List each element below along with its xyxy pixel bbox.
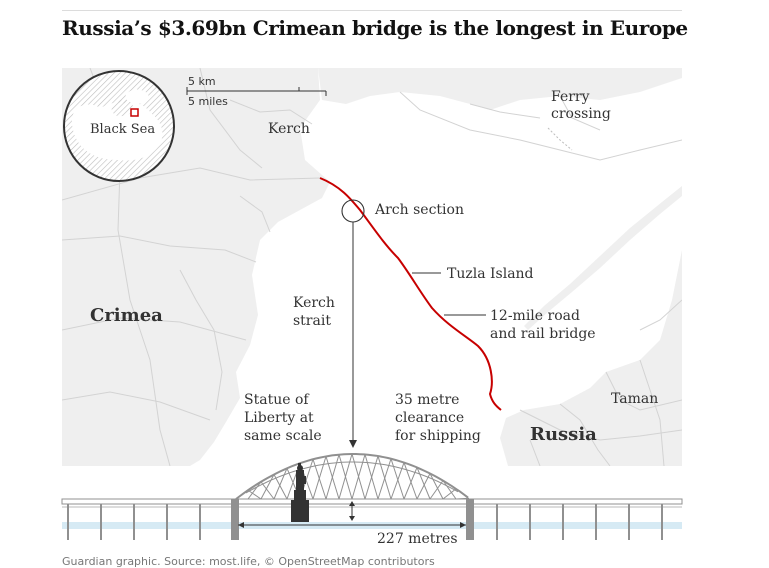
label-clearance-3: for shipping: [395, 428, 481, 444]
inset-location-marker: [130, 108, 139, 117]
top-rule: [62, 10, 682, 11]
inset-azov: [125, 89, 149, 104]
label-clearance-2: clearance: [395, 410, 464, 426]
scale-km: 5 km: [188, 75, 216, 88]
footer-credit: Guardian graphic. Source: most.life, © O…: [62, 555, 435, 568]
scale-miles: 5 miles: [188, 95, 228, 108]
label-span: 227 metres: [377, 531, 458, 547]
inset-crimea: [111, 99, 134, 117]
label-taman: Taman: [611, 391, 658, 407]
label-tuzla-island: Tuzla Island: [447, 266, 534, 282]
elevation-diagram: 227 metres Statue of Liberty at same sca…: [61, 392, 683, 547]
bridge-piers: [67, 499, 663, 540]
label-ferry-1: Ferry: [551, 89, 590, 105]
label-kerch: Kerch: [268, 121, 310, 137]
inset-sea: [71, 102, 163, 161]
taman-land: [500, 250, 682, 466]
label-russia: Russia: [530, 424, 597, 445]
label-statue-1: Statue of: [244, 392, 310, 408]
label-bridge-1: 12-mile road: [490, 308, 580, 324]
label-statue-2: Liberty at: [244, 410, 314, 426]
inset-locator-map: Black Sea: [63, 70, 175, 182]
label-strait-1: Kerch: [293, 295, 335, 311]
north-shore-land: [318, 68, 682, 110]
label-statue-3: same scale: [244, 428, 322, 444]
scale-bar: 5 km 5 miles: [186, 75, 327, 108]
label-crimea: Crimea: [90, 305, 163, 326]
arch-leader-arrow: [349, 440, 357, 448]
label-strait-2: strait: [293, 313, 331, 329]
inset-label-black-sea: Black Sea: [90, 122, 155, 137]
label-ferry-2: crossing: [551, 106, 611, 122]
ferry-route: [547, 127, 573, 151]
label-arch-section: Arch section: [374, 202, 464, 218]
bridge-route: [319, 177, 502, 411]
label-clearance-1: 35 metre: [395, 392, 459, 408]
statue-of-liberty-silhouette: [291, 463, 309, 522]
tuzla-spit: [524, 186, 682, 330]
bridge-deck: [61, 498, 683, 505]
label-bridge-2: and rail bridge: [490, 326, 596, 342]
graphic-title: Russia’s $3.69bn Crimean bridge is the l…: [62, 16, 688, 40]
